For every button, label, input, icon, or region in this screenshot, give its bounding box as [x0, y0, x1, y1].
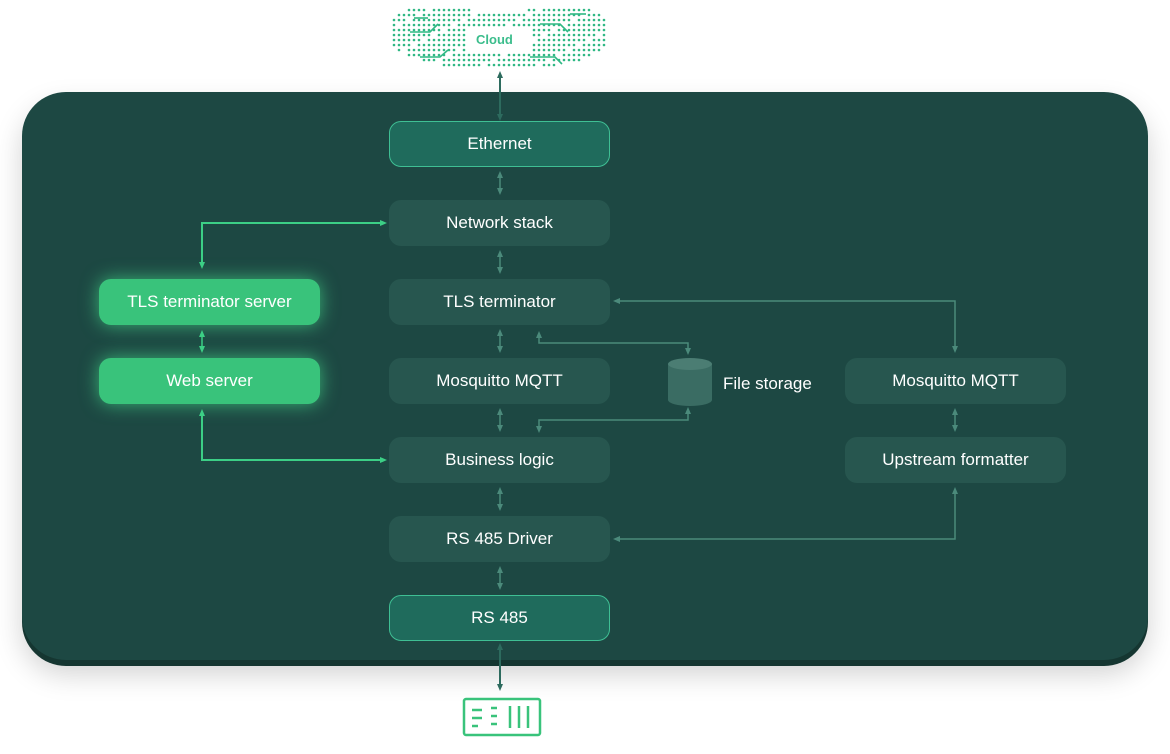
- cloud-icon: [392, 8, 606, 67]
- mosquitto-mqtt-right-node[interactable]: Mosquitto MQTT: [845, 358, 1066, 404]
- ethernet-node[interactable]: Ethernet: [389, 121, 610, 167]
- mosquitto-mqtt-node[interactable]: Mosquitto MQTT: [389, 358, 610, 404]
- rs485-device-icon: [462, 697, 542, 737]
- file-storage-icon: [668, 358, 712, 406]
- tls-terminator-server-node[interactable]: TLS terminator server: [99, 279, 320, 325]
- cloud-label: Cloud: [476, 32, 513, 47]
- tls-terminator-node[interactable]: TLS terminator: [389, 279, 610, 325]
- web-server-node[interactable]: Web server: [99, 358, 320, 404]
- business-logic-node[interactable]: Business logic: [389, 437, 610, 483]
- rs485-driver-node[interactable]: RS 485 Driver: [389, 516, 610, 562]
- link-tls-storage: [536, 331, 691, 355]
- link-upstream-driver: [613, 487, 958, 542]
- rs485-node[interactable]: RS 485: [389, 595, 610, 641]
- upstream-formatter-node[interactable]: Upstream formatter: [845, 437, 1066, 483]
- link-web-business: [199, 409, 387, 463]
- link-network-tls-server: [199, 220, 387, 269]
- link-tls-mosquitto-right: [613, 298, 958, 353]
- file-storage-label: File storage: [723, 374, 812, 393]
- network-stack-node[interactable]: Network stack: [389, 200, 610, 246]
- link-storage-business: [536, 407, 691, 433]
